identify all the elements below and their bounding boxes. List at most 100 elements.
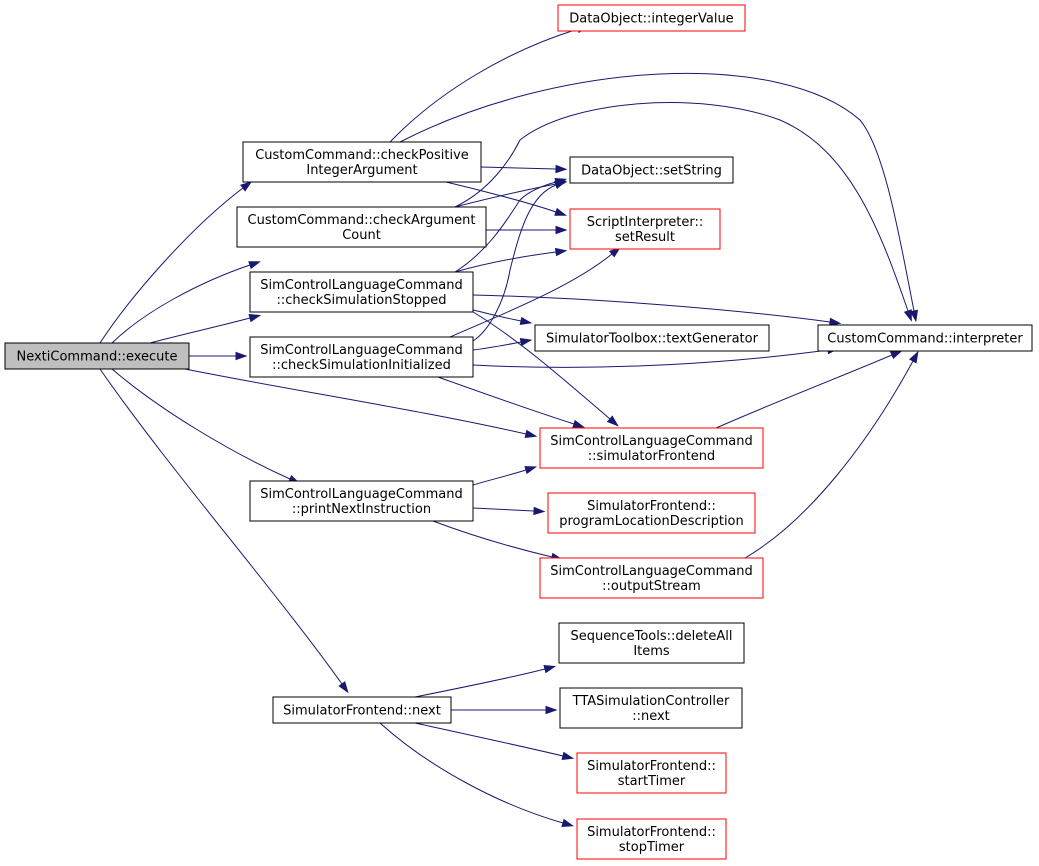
edge-checkPositiveInteger-to-integerValue [389, 25, 589, 143]
node-label-line: programLocationDescription [559, 514, 744, 529]
node-label-line: Items [633, 644, 670, 659]
arrowhead [553, 180, 567, 190]
node-simulatorFrontend[interactable]: SimControlLanguageCommand::simulatorFron… [539, 427, 764, 469]
node-box[interactable] [539, 557, 764, 599]
arrowhead [524, 429, 538, 438]
edge-printNextInstruction-to-outputStream [432, 520, 564, 561]
node-label-line: DataObject::setString [581, 164, 722, 179]
node-box[interactable] [547, 492, 756, 534]
edge-line [379, 722, 564, 824]
edge-line [111, 368, 291, 480]
node-label-line: SimControlLanguageCommand [550, 434, 753, 449]
edge-line [454, 181, 557, 273]
node-box[interactable] [242, 141, 482, 183]
node-label-line: ::simulatorFrontend [588, 449, 715, 464]
edge-layer [99, 25, 919, 827]
edge-checkSimulationStopped-to-textGenerator [472, 309, 533, 325]
arrowhead [545, 705, 558, 715]
edge-line [389, 28, 579, 143]
arrowhead [248, 314, 262, 323]
node-integerValue[interactable]: DataObject::integerValue [557, 4, 746, 32]
node-box[interactable] [4, 342, 190, 370]
node-interpreter[interactable]: CustomCommand::interpreter [817, 324, 1033, 352]
edge-line [472, 507, 535, 512]
edge-line [472, 309, 522, 322]
node-box[interactable] [817, 324, 1033, 352]
node-box[interactable] [534, 324, 770, 352]
edge-line [184, 368, 527, 435]
edge-line [472, 469, 527, 486]
node-box[interactable] [249, 480, 474, 522]
node-box[interactable] [569, 208, 721, 250]
edge-line [99, 368, 343, 685]
node-box[interactable] [539, 427, 764, 469]
edge-execute-to-next [99, 368, 349, 694]
node-label-line: SimControlLanguageCommand [260, 343, 463, 358]
node-setString[interactable]: DataObject::setString [569, 156, 734, 184]
arrowhead [235, 351, 248, 361]
node-label-line: ::checkSimulationInitialized [272, 358, 451, 373]
edge-line [480, 166, 557, 170]
edge-execute-to-checkSimulationInitialized [189, 351, 248, 361]
edge-checkSimulationInitialized-to-setResult [449, 246, 621, 338]
arrowhead [828, 317, 842, 327]
node-label-line: ::checkSimulationStopped [276, 293, 446, 308]
edge-checkSimulationInitialized-to-setString [472, 180, 567, 342]
node-setResult[interactable]: ScriptInterpreter::setResult [569, 208, 721, 250]
node-textGenerator[interactable]: SimulatorToolbox::textGenerator [534, 324, 770, 352]
node-outputStream[interactable]: SimControlLanguageCommand::outputStream [539, 557, 764, 599]
edge-line [449, 253, 613, 338]
node-label-line: SimulatorFrontend:: [587, 825, 716, 840]
node-box[interactable] [272, 696, 452, 724]
node-box[interactable] [249, 271, 474, 313]
node-label-line: SimulatorToolbox::textGenerator [546, 332, 759, 347]
node-label-line: DataObject::integerValue [569, 12, 733, 27]
node-startTimer[interactable]: SimulatorFrontend::startTimer [576, 752, 727, 794]
node-checkSimulationStopped[interactable]: SimControlLanguageCommand::checkSimulati… [249, 271, 474, 313]
edge-line [454, 183, 557, 208]
node-box[interactable] [576, 752, 727, 794]
arrowhead [555, 164, 568, 174]
node-ttaNext[interactable]: TTASimulationController::next [559, 687, 743, 729]
edge-line [111, 264, 251, 344]
node-stopTimer[interactable]: SimulatorFrontend::stopTimer [576, 818, 727, 860]
node-box[interactable] [559, 687, 743, 729]
node-label-line: SimControlLanguageCommand [550, 564, 753, 579]
node-checkPositiveInteger[interactable]: CustomCommand::checkPositiveIntegerArgum… [242, 141, 482, 183]
edge-next-to-stopTimer [379, 722, 575, 827]
edge-execute-to-checkSimulationStopped [149, 314, 262, 344]
arrowhead [909, 309, 918, 323]
arrowhead [572, 419, 585, 428]
node-execute[interactable]: NextiCommand::execute [4, 342, 190, 370]
arrowhead [543, 665, 557, 674]
node-programLocationDescription[interactable]: SimulatorFrontend::programLocationDescri… [547, 492, 756, 534]
node-label-line: SimulatorFrontend:: [587, 759, 716, 774]
edge-checkPositiveInteger-to-setString [480, 164, 568, 174]
edge-line [472, 349, 829, 368]
arrowhead [554, 207, 567, 216]
edge-line [454, 102, 909, 312]
arrowhead [338, 681, 349, 694]
arrowhead [561, 818, 575, 827]
edge-next-to-deleteAllItems [414, 665, 557, 698]
edge-next-to-ttaNext [451, 705, 558, 715]
node-box[interactable] [236, 206, 487, 248]
edge-line [472, 341, 522, 351]
node-box[interactable] [558, 622, 745, 664]
edge-execute-to-checkArgumentCount [111, 261, 261, 344]
node-box[interactable] [569, 156, 734, 184]
node-printNextInstruction[interactable]: SimControlLanguageCommand::printNextInst… [249, 480, 474, 522]
node-box[interactable] [576, 818, 727, 860]
node-next[interactable]: SimulatorFrontend::next [272, 696, 452, 724]
edge-line [432, 520, 553, 558]
node-label-line: SimulatorFrontend::next [283, 704, 441, 719]
edge-printNextInstruction-to-programLocationDescription [472, 506, 546, 516]
node-box[interactable] [557, 4, 746, 32]
arrowhead [248, 261, 261, 270]
node-box[interactable] [249, 336, 474, 378]
node-checkSimulationInitialized[interactable]: SimControlLanguageCommand::checkSimulati… [249, 336, 474, 378]
edge-line [454, 251, 557, 273]
